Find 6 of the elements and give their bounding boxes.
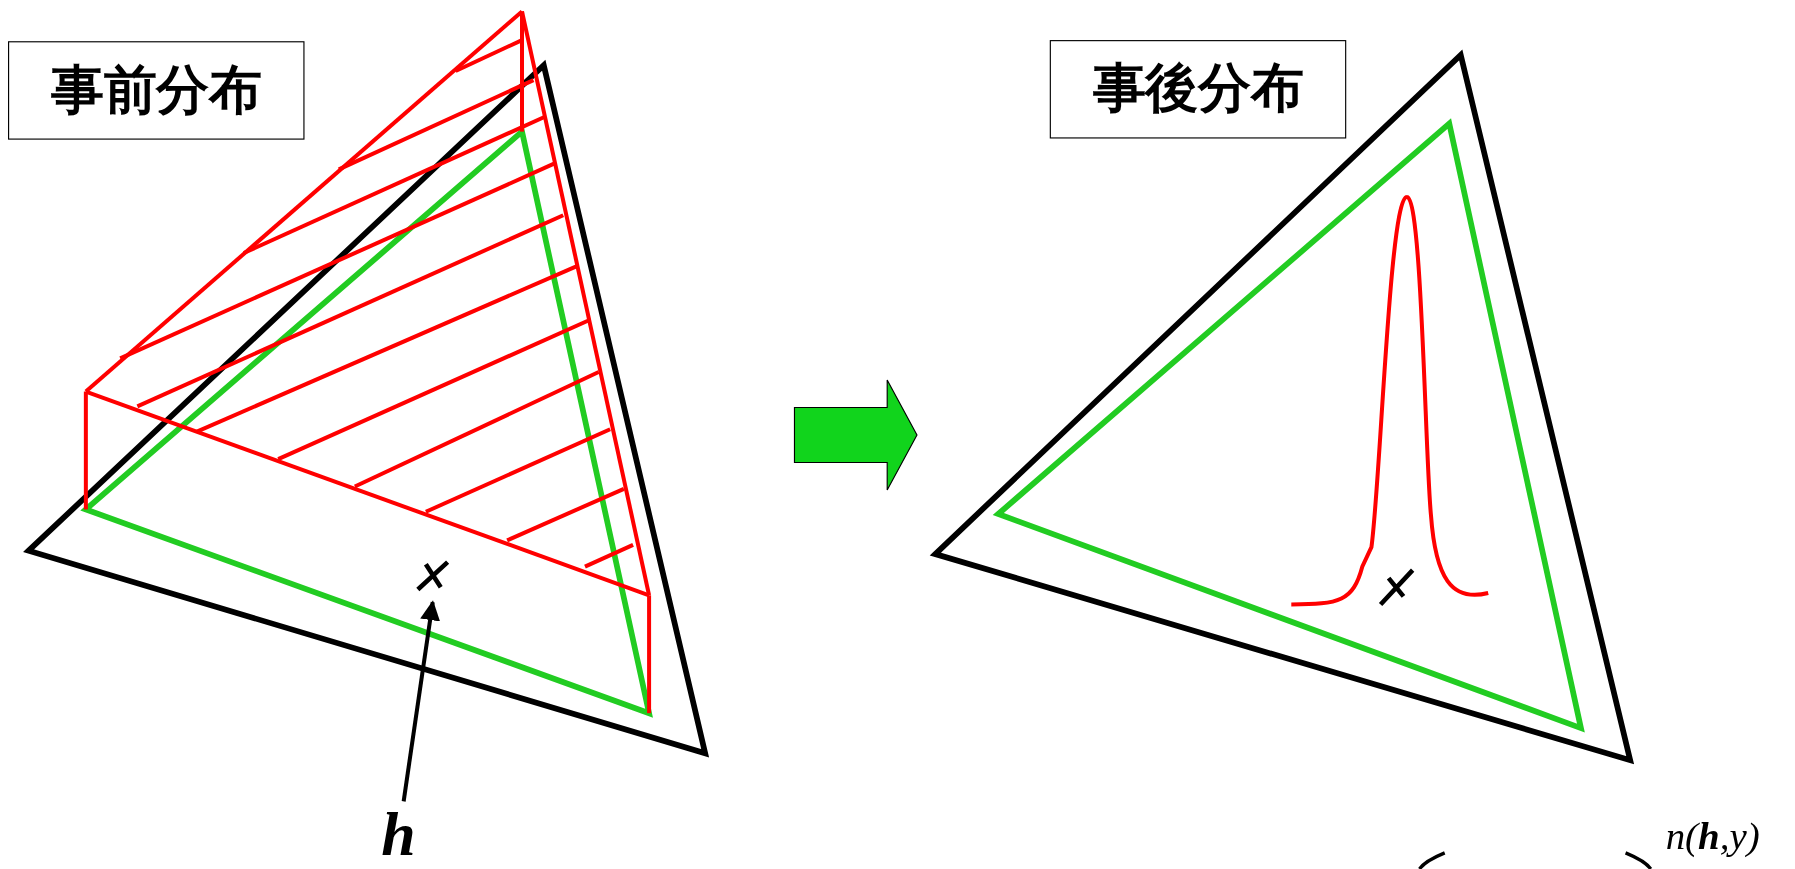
block-arrow: [793, 379, 918, 491]
heading-box: 事後分布: [1049, 40, 1347, 139]
arrow: [401, 600, 441, 802]
formula-exponent: n(h,y): [1665, 815, 1760, 859]
math-symbol: h: [372, 801, 425, 868]
heading-box: 事前分布: [8, 41, 305, 140]
